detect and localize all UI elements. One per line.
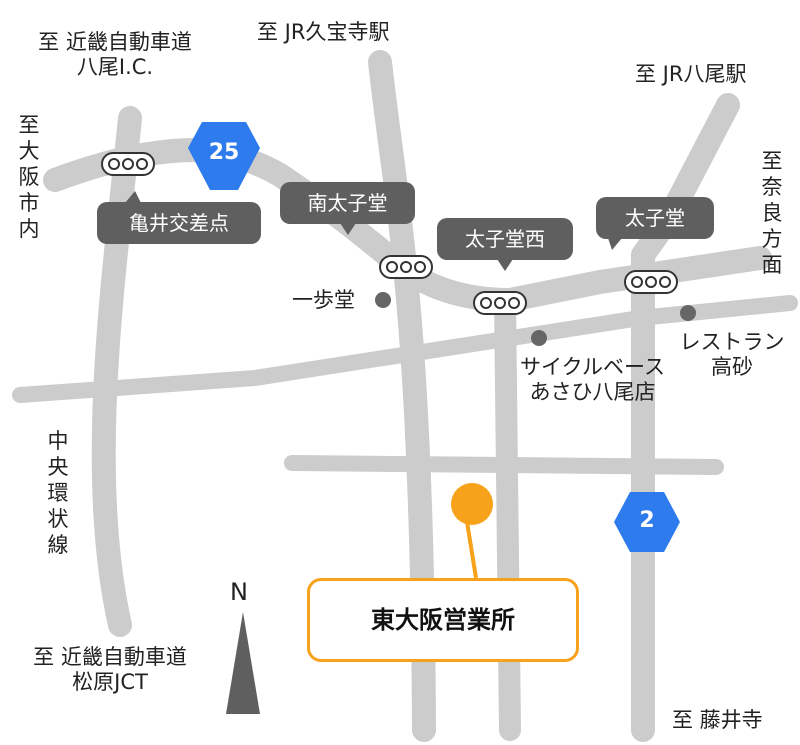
landmark-dot-icon xyxy=(680,305,696,321)
intersection-taishido-nishi: 太子堂西 xyxy=(437,218,573,271)
landmark-cycle-base: サイクルベース あさひ八尾店 xyxy=(520,355,665,404)
route-25-label: 25 xyxy=(208,140,240,165)
direction-fujiidera: 至 藤井寺 xyxy=(672,708,763,732)
intersection-minami-taishido: 南太子堂 xyxy=(280,182,415,235)
traffic-signal-icon xyxy=(624,270,678,294)
road-east-west xyxy=(284,455,724,475)
landmark-restaurant-takasago: レストラン 高砂 xyxy=(679,330,785,379)
road-diagonal xyxy=(12,295,798,403)
direction-jr-kyuhoji: 至 JR久宝寺駅 xyxy=(257,20,390,44)
traffic-signal-icon xyxy=(379,255,433,279)
direction-kinki-yao: 至 近畿自動車道 八尾I.C. xyxy=(38,30,192,79)
office-location-pin xyxy=(451,483,493,525)
north-arrow-icon xyxy=(226,612,260,714)
direction-kinki-matsubara: 至 近畿自動車道 松原JCT xyxy=(33,645,187,694)
road-route-25 xyxy=(43,138,772,312)
road-kyuhoji xyxy=(368,50,436,742)
direction-nara: 至奈良方面 xyxy=(761,149,783,277)
north-label: N xyxy=(230,578,248,606)
intersection-taishido: 太子堂 xyxy=(596,197,714,250)
traffic-signal-icon xyxy=(473,291,527,315)
road-label-chuo-kanjo: 中央環状線 xyxy=(47,429,69,557)
road-chuo-kanjo xyxy=(91,106,142,637)
landmark-dot-icon xyxy=(531,330,547,346)
route-2-shield xyxy=(614,492,680,552)
traffic-signal-icon xyxy=(101,152,155,176)
route-25-shield xyxy=(188,122,260,190)
direction-jr-yao: 至 JR八尾駅 xyxy=(635,62,747,86)
office-name-box: 東大阪営業所 xyxy=(307,578,579,662)
direction-osaka-shinai: 至大阪市内 xyxy=(18,113,40,241)
landmark-dot-icon xyxy=(375,292,391,308)
landmark-ippodo: 一歩堂 xyxy=(292,288,355,312)
route-2-label: 2 xyxy=(639,508,655,533)
intersection-kamei: 亀井交差点 xyxy=(97,191,261,244)
